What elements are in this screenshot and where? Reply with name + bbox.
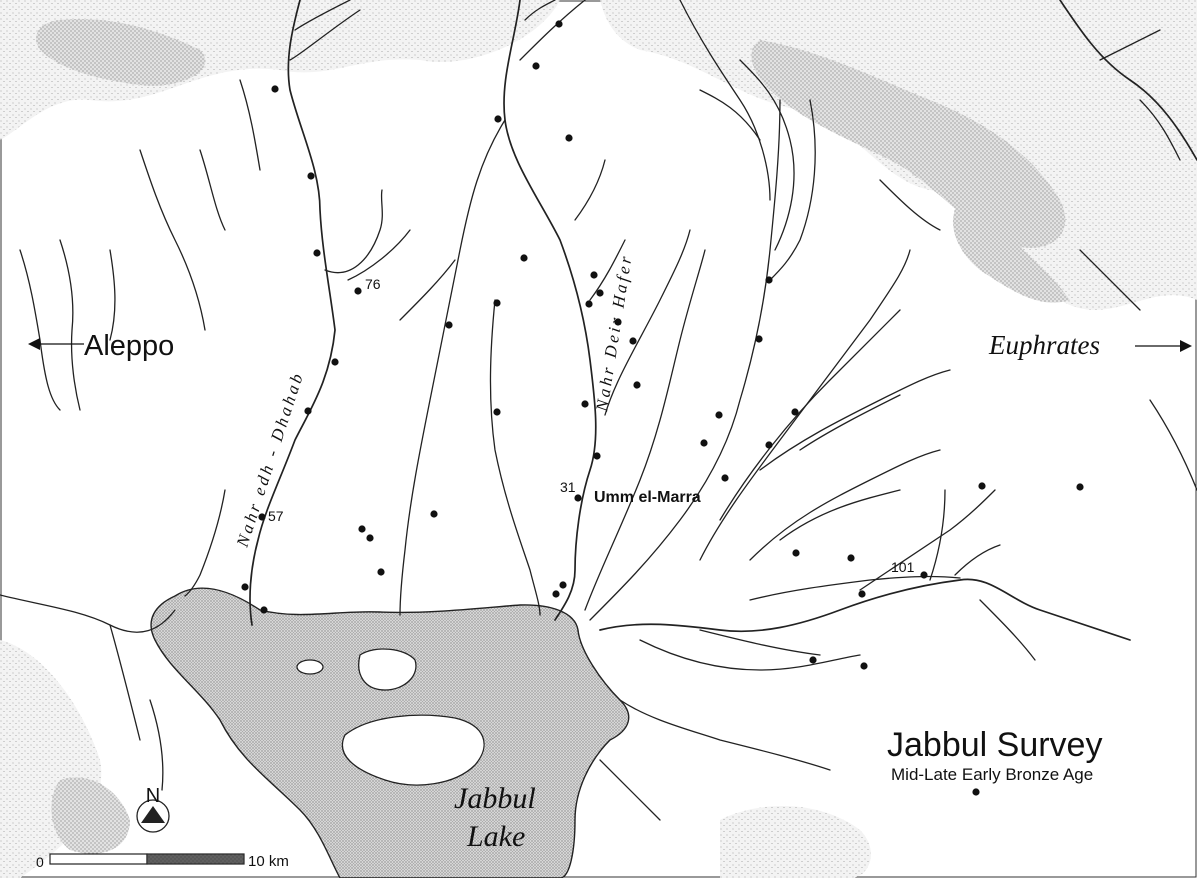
site-dot xyxy=(260,606,268,614)
site-dot xyxy=(585,300,593,308)
lake-islet xyxy=(296,659,324,675)
site-dot xyxy=(366,534,374,542)
aleppo-direction: Aleppo xyxy=(28,330,174,362)
site-dot xyxy=(614,318,622,326)
site-dot xyxy=(791,408,799,416)
site-dot xyxy=(445,321,453,329)
site-markers xyxy=(241,20,1084,796)
site-label-76: 76 xyxy=(365,276,381,292)
site-dot-31 xyxy=(574,494,582,502)
umm-el-marra-label: Umm el-Marra xyxy=(594,489,701,506)
scale-bar: 0 10 km xyxy=(36,853,289,870)
site-dot xyxy=(559,581,567,589)
site-dot xyxy=(633,381,641,389)
aleppo-label: Aleppo xyxy=(84,330,174,362)
arrow-right-icon xyxy=(1180,340,1192,352)
site-dot xyxy=(596,289,604,297)
site-dot xyxy=(765,441,773,449)
site-dot xyxy=(494,115,502,123)
site-dot xyxy=(304,407,312,415)
site-dot xyxy=(847,554,855,562)
site-dot xyxy=(590,271,598,279)
lake-label-line1: Jabbul xyxy=(454,782,536,815)
site-dot xyxy=(313,249,321,257)
site-dot xyxy=(972,788,980,796)
arrow-left-icon xyxy=(28,338,40,350)
scale-start-label: 0 xyxy=(36,854,44,870)
site-dot xyxy=(860,662,868,670)
site-dot xyxy=(271,85,279,93)
site-dot xyxy=(565,134,573,142)
site-dot xyxy=(715,411,723,419)
site-dot xyxy=(377,568,385,576)
site-dot xyxy=(721,474,729,482)
site-dot xyxy=(430,510,438,518)
lake-label-line2: Lake xyxy=(466,820,525,853)
site-dot-101 xyxy=(920,571,928,579)
site-dot-57 xyxy=(258,513,266,521)
north-label: N xyxy=(146,785,160,807)
site-dot xyxy=(593,452,601,460)
site-dot xyxy=(493,408,501,416)
site-dot xyxy=(493,299,501,307)
site-dot xyxy=(581,400,589,408)
scale-bar-dark-fill xyxy=(147,854,244,864)
site-dot xyxy=(358,525,366,533)
scale-bar-white-segment xyxy=(49,853,148,865)
site-label-31: 31 xyxy=(560,479,576,495)
map-title: Jabbul Survey xyxy=(887,726,1102,764)
site-dot xyxy=(307,172,315,180)
euphrates-label: Euphrates xyxy=(988,330,1100,360)
scale-end-label: 10 km xyxy=(248,853,289,870)
site-dot xyxy=(809,656,817,664)
site-dot xyxy=(552,590,560,598)
site-dot xyxy=(765,276,773,284)
site-dot xyxy=(978,482,986,490)
north-arrow-icon xyxy=(141,806,165,823)
site-dot xyxy=(532,62,540,70)
site-dot xyxy=(755,335,763,343)
site-label-101: 101 xyxy=(891,559,915,575)
site-dot xyxy=(858,590,866,598)
site-dot xyxy=(241,583,249,591)
lake-island-north xyxy=(358,648,417,691)
site-dot xyxy=(700,439,708,447)
site-dot xyxy=(520,254,528,262)
site-dot xyxy=(629,337,637,345)
map-subtitle: Mid-Late Early Bronze Age xyxy=(891,765,1093,784)
site-dot xyxy=(1076,483,1084,491)
euphrates-direction: Euphrates xyxy=(988,330,1192,360)
site-label-57: 57 xyxy=(268,508,284,524)
river-network xyxy=(0,0,1197,821)
north-arrow: N xyxy=(136,785,170,833)
lake-island-south xyxy=(341,714,485,786)
site-dot xyxy=(331,358,339,366)
site-dot-76 xyxy=(354,287,362,295)
site-dot xyxy=(792,549,800,557)
site-dot xyxy=(555,20,563,28)
